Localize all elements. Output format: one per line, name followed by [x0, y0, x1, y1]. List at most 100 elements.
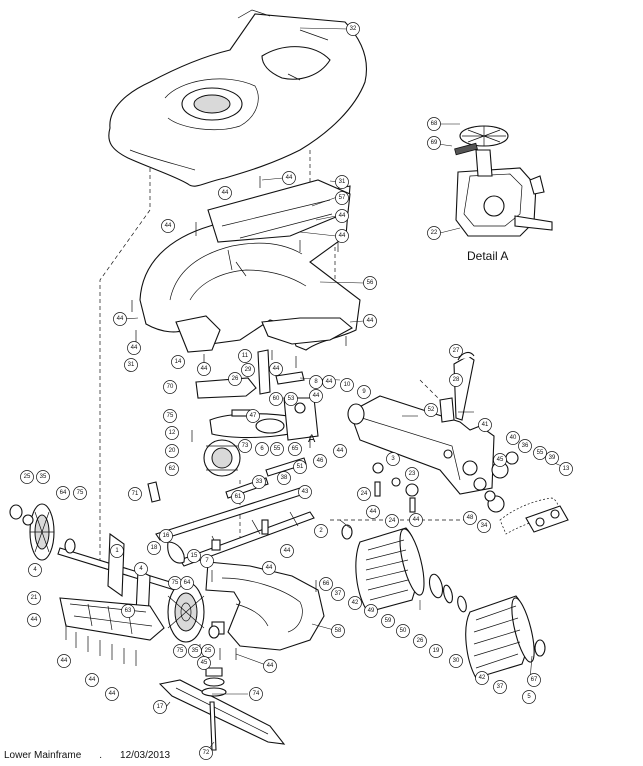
callout-circle — [427, 226, 441, 240]
callout-circle — [197, 362, 211, 376]
part-callout-44: 44 — [333, 444, 347, 458]
callout-circle — [124, 358, 138, 372]
callout-number: 51 — [297, 464, 304, 470]
callout-number: 70 — [167, 384, 174, 390]
callout-number: 63 — [125, 608, 132, 614]
part-callout-19: 19 — [429, 644, 443, 658]
callout-number: 48 — [467, 515, 474, 521]
callout-circle — [36, 470, 50, 484]
part-callout-39: 39 — [545, 451, 559, 465]
callout-number: 52 — [428, 407, 435, 413]
callout-number: 7 — [205, 558, 209, 564]
callout-number: 44 — [222, 190, 229, 196]
part-callout-45: 45 — [493, 453, 507, 467]
roller-drive-gears — [473, 451, 569, 535]
callout-circle — [357, 487, 371, 501]
part-callout-35: 35 — [36, 470, 50, 484]
callout-number: 44 — [31, 617, 38, 623]
callout-number: 14 — [175, 359, 182, 365]
callout-circle — [249, 687, 263, 701]
callout-number: 66 — [323, 581, 330, 587]
callout-circle — [429, 644, 443, 658]
callout-circle — [357, 385, 371, 399]
part-callout-25: 25 — [20, 470, 34, 484]
left-rear-wheel — [9, 503, 76, 561]
part-callout-74: 74 — [249, 687, 263, 701]
callout-circle — [319, 577, 333, 591]
callout-circle — [331, 624, 345, 638]
part-callout-32: 32 — [346, 22, 360, 36]
part-callout-62: 62 — [165, 462, 179, 476]
callout-circle — [396, 624, 410, 638]
part-callout-44: 44 — [309, 389, 323, 403]
part-callout-24: 24 — [357, 487, 371, 501]
callout-circle — [147, 541, 161, 555]
part-callout-6: 6 — [255, 442, 269, 456]
callout-number: 10 — [344, 382, 351, 388]
callout-number: 31 — [339, 179, 346, 185]
callout-number: 22 — [431, 230, 438, 236]
part-callout-36: 36 — [518, 439, 532, 453]
part-callout-44: 44 — [322, 375, 336, 389]
callout-circle — [280, 544, 294, 558]
blade-part — [158, 667, 286, 751]
callout-circle — [57, 654, 71, 668]
callout-number: 44 — [284, 548, 291, 554]
part-callout-72: 72 — [199, 746, 213, 760]
callout-number: 44 — [131, 345, 138, 351]
callout-circle — [335, 229, 349, 243]
callout-circle — [173, 644, 187, 658]
part-callout-44: 44 — [113, 312, 127, 326]
part-callout-71: 71 — [128, 487, 142, 501]
part-callout-58: 58 — [331, 624, 345, 638]
callout-number: 74 — [253, 691, 260, 697]
part-callout-44: 44 — [27, 613, 41, 627]
part-callout-15: 15 — [187, 549, 201, 563]
part-callout-52: 52 — [424, 403, 438, 417]
part-callout-51: 51 — [293, 460, 307, 474]
part-callout-22: 22 — [427, 226, 441, 240]
callout-circle — [346, 22, 360, 36]
callout-circle — [386, 452, 400, 466]
part-callout-18: 18 — [147, 541, 161, 555]
callout-number: 59 — [385, 618, 392, 624]
part-callout-14: 14 — [171, 355, 185, 369]
callout-number: 32 — [350, 26, 357, 32]
part-callout-30: 30 — [449, 654, 463, 668]
part-callout-56: 56 — [363, 276, 377, 290]
part-callout-44: 44 — [105, 687, 119, 701]
callout-number: 25 — [205, 648, 212, 654]
callout-number: 67 — [531, 677, 538, 683]
callout-circle — [413, 634, 427, 648]
part-callout-38: 38 — [277, 471, 291, 485]
callout-number: 11 — [242, 353, 249, 359]
mainframe-part — [139, 179, 361, 353]
callout-number: 25 — [24, 474, 31, 480]
callout-circle — [73, 486, 87, 500]
callout-number: 23 — [409, 471, 416, 477]
callout-number: 61 — [235, 494, 242, 500]
part-callout-5: 5 — [522, 690, 536, 704]
callout-circle — [284, 392, 298, 406]
part-callout-75: 75 — [73, 486, 87, 500]
callout-circle — [161, 219, 175, 233]
footer-separator: . — [99, 750, 103, 761]
part-callout-44: 44 — [269, 362, 283, 376]
callout-circle — [322, 375, 336, 389]
callout-number: 44 — [89, 677, 96, 683]
part-callout-28: 28 — [449, 373, 463, 387]
footer-title: Lower Mainframe — [4, 750, 82, 761]
callout-number: 62 — [169, 466, 176, 472]
callout-circle — [153, 700, 167, 714]
callout-circle — [228, 372, 242, 386]
callout-number: 44 — [286, 175, 293, 181]
callout-circle — [163, 380, 177, 394]
front-skid-part — [59, 597, 165, 641]
callout-circle — [231, 490, 245, 504]
callout-number: 3 — [391, 456, 395, 462]
callout-number: 44 — [326, 379, 333, 385]
part-callout-70: 70 — [163, 380, 177, 394]
part-callout-44: 44 — [280, 544, 294, 558]
callout-circle — [518, 439, 532, 453]
part-callout-42: 42 — [348, 596, 362, 610]
